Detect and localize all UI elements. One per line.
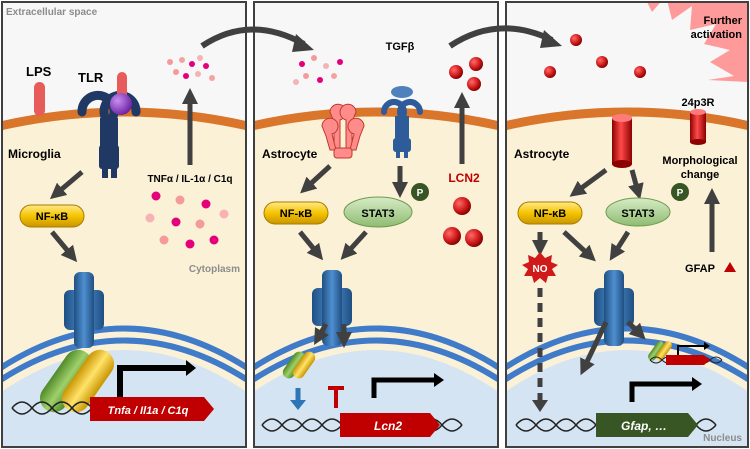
svg-text:STAT3: STAT3	[621, 208, 654, 220]
cytokine-dots-top	[167, 55, 215, 81]
svg-text:P: P	[417, 188, 424, 199]
panel2-to-panel3-curved-arrow	[448, 25, 554, 49]
nfkb-pill: NF-κB	[263, 201, 329, 225]
tlr-receptor-icon	[77, 72, 141, 178]
cytokine-receptor-icon	[321, 103, 365, 159]
svg-text:NF-κB: NF-κB	[534, 208, 566, 220]
svg-text:Lcn2: Lcn2	[374, 419, 402, 433]
cytoplasm-label: Cytoplasm	[189, 264, 240, 275]
small-transcription-factors	[282, 351, 316, 379]
nfkb-to-nucleus-arrow	[298, 230, 324, 261]
24p3r-receptor-icon	[690, 109, 706, 145]
pore-to-lcn2-arrow	[626, 320, 646, 340]
lcn2-proteins-incoming	[544, 34, 646, 78]
lcn2-proteins-extracellular	[449, 57, 483, 91]
nuclear-pore-icon	[594, 270, 634, 346]
gene-tnfa-box: Tnfa / Il1a / C1q	[90, 397, 214, 421]
24p3r-label: 24p3R	[681, 97, 714, 109]
phospho-badge: P	[671, 183, 689, 201]
cytokine-dots-cytoplasm	[145, 191, 229, 249]
svg-text:STAT3: STAT3	[361, 208, 394, 220]
microglia-label: Microglia	[8, 147, 61, 161]
gfap-up-triangle	[724, 262, 736, 272]
astrocyte-label: Astrocyte	[514, 147, 570, 161]
panel1-to-panel2-curved-arrow	[200, 26, 306, 49]
svg-text:NO: NO	[533, 264, 548, 275]
transcription-start-arrow	[371, 377, 436, 398]
receptor-to-nfkb-arrow	[569, 167, 608, 197]
nfkb-to-nucleus-arrow	[562, 230, 596, 262]
tlr-to-nfkb-arrow	[49, 170, 84, 200]
nfkb-to-nucleus-arrow	[50, 230, 78, 263]
tlr-label: TLR	[78, 70, 104, 85]
stat3-to-nucleus-arrow	[340, 230, 368, 260]
stat3-pill: STAT3	[605, 197, 671, 227]
astrocyte-label: Astrocyte	[262, 147, 318, 161]
transcription-start-arrow	[629, 381, 694, 402]
lcn2-label: LCN2	[448, 171, 480, 185]
receptor-to-stat3-arrow	[628, 169, 644, 200]
transcription-start-arrow	[117, 365, 188, 398]
svg-text:Gfap, …: Gfap, …	[621, 419, 667, 433]
svg-text:NF-κB: NF-κB	[36, 211, 68, 223]
cytokines-label: TNFα / IL-1α / C1q	[147, 174, 232, 185]
no-burst-icon: NO	[522, 252, 558, 283]
gene-gfap-box: Gfap, …	[596, 413, 698, 437]
phospho-badge: P	[411, 183, 429, 201]
tgfb-molecule	[391, 86, 413, 98]
tgfb-receptor-icon	[381, 99, 423, 158]
pore-left-arrow	[314, 322, 329, 345]
svg-text:NF-κB: NF-κB	[280, 208, 312, 220]
lps-molecule	[34, 82, 45, 116]
extracellular-space-label: Extracellular space	[6, 7, 98, 18]
gene-lcn2-box: Lcn2	[340, 413, 440, 437]
nfkb-pill: NF-κB	[19, 204, 85, 228]
lcn2-receptor-icon	[612, 114, 632, 168]
gfap-label: GFAP	[685, 263, 715, 275]
stat3-to-nucleus-arrow	[609, 230, 631, 261]
lcn2-autoloop-mini	[647, 341, 723, 365]
svg-text:P: P	[677, 188, 684, 199]
tgfb-label: TGFβ	[386, 41, 415, 53]
panel-astrocyte-1: TGFβ Astrocyte NF-κB STAT3	[253, 1, 499, 448]
burst-shape	[647, 2, 748, 82]
nucleus-label: Nucleus	[703, 433, 742, 444]
lps-label: LPS	[26, 64, 52, 79]
pore-to-gfap-arrow	[580, 320, 609, 376]
panel-microglia: Extracellular space LPS TLR Microglia NF…	[1, 1, 247, 448]
stat3-pill: STAT3	[343, 196, 413, 228]
transcription-factor-rods	[39, 349, 115, 413]
receptor-to-nfkb-arrow	[300, 164, 332, 194]
nfkb-pill: NF-κB	[517, 201, 583, 225]
svg-text:Tnfa / Il1a / C1q: Tnfa / Il1a / C1q	[108, 405, 189, 417]
lcn2-proteins-cytoplasm	[443, 197, 483, 247]
nuclear-pore-icon	[64, 272, 104, 348]
cytokine-dots-incoming	[293, 55, 343, 85]
